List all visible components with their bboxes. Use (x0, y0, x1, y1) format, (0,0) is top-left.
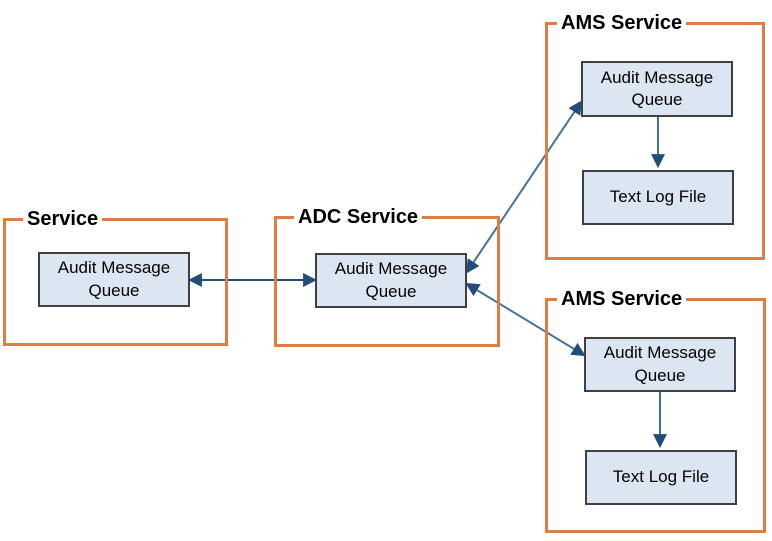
group-title-ams-service-bottom: AMS Service (557, 286, 687, 312)
group-title-service: Service (23, 206, 103, 232)
group-box-ams-service-bottom: AMS Service Audit Message Queue Text Log… (545, 286, 766, 533)
group-box-adc-service: ADC Service Audit Message Queue (274, 204, 500, 347)
node-audit-message-queue: Audit Message Queue (38, 252, 190, 307)
node-text-log-file: Text Log File (582, 170, 734, 225)
node-audit-message-queue: Audit Message Queue (581, 61, 733, 117)
group-box-service: Service Audit Message Queue (3, 206, 228, 346)
node-audit-message-queue: Audit Message Queue (315, 253, 467, 308)
group-title-ams-service-top: AMS Service (557, 10, 687, 36)
group-title-adc-service: ADC Service (294, 204, 423, 230)
group-box-ams-service-top: AMS Service Audit Message Queue Text Log… (545, 10, 765, 260)
node-text-log-file: Text Log File (585, 450, 737, 505)
node-audit-message-queue: Audit Message Queue (584, 337, 736, 392)
